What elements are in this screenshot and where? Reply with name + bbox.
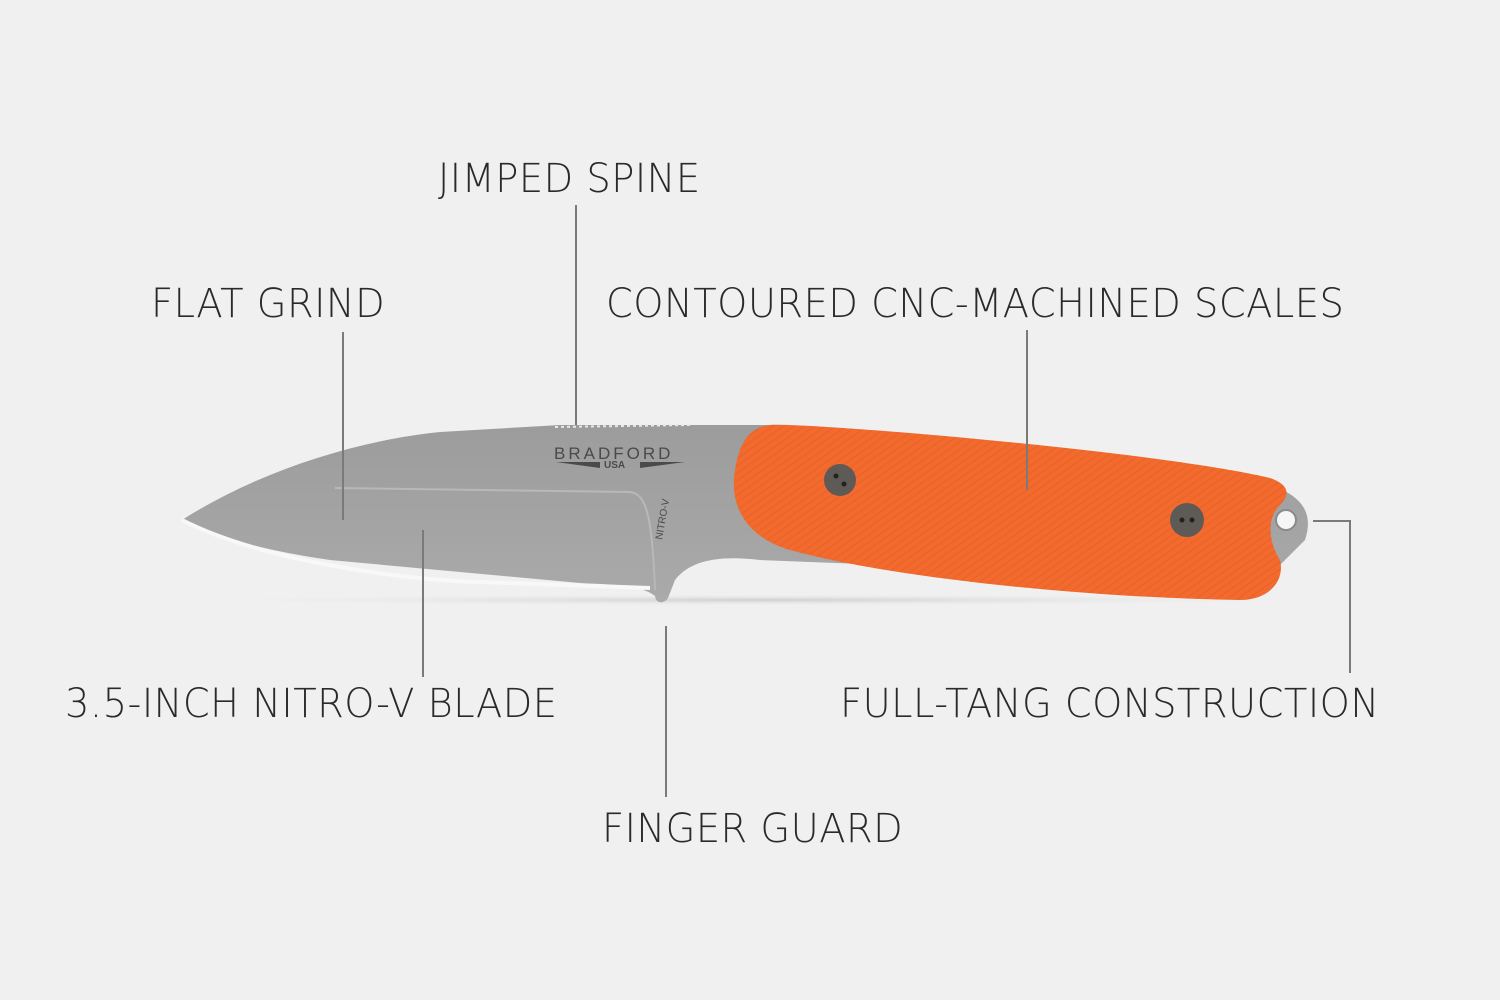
callout-jimped-spine: JIMPED SPINE — [438, 156, 701, 202]
brand-logo-sub: USA — [604, 460, 625, 471]
handle-bolt-front — [824, 464, 856, 496]
grind-line — [334, 487, 656, 591]
lanyard-hole — [1275, 509, 1297, 531]
leader-jimped-spine — [575, 205, 577, 425]
handle-bolt-rear — [1170, 503, 1204, 537]
callout-blade: 3.5-INCH NITRO-V BLADE — [65, 681, 558, 727]
cutting-edge — [181, 518, 651, 590]
leader-finger-guard — [665, 626, 667, 797]
callout-full-tang: FULL-TANG CONSTRUCTION — [840, 681, 1380, 727]
brand-logo-wings — [556, 462, 685, 468]
callout-finger-guard: FINGER GUARD — [602, 806, 904, 852]
brand-logo: BRADFORD — [554, 444, 673, 463]
leader-flat-grind — [342, 332, 344, 520]
leader-full-tang-horizontal — [1313, 520, 1351, 522]
leader-blade — [422, 530, 424, 677]
leader-full-tang-vertical — [1349, 520, 1351, 673]
callout-flat-grind: FLAT GRIND — [151, 281, 386, 327]
callout-contoured-scales: CONTOURED CNC-MACHINED SCALES — [606, 281, 1345, 327]
jimping — [554, 424, 691, 428]
orange-handle-scale — [733, 424, 1287, 600]
leader-contoured-scales — [1026, 330, 1028, 490]
knife-shadow — [160, 594, 1360, 606]
